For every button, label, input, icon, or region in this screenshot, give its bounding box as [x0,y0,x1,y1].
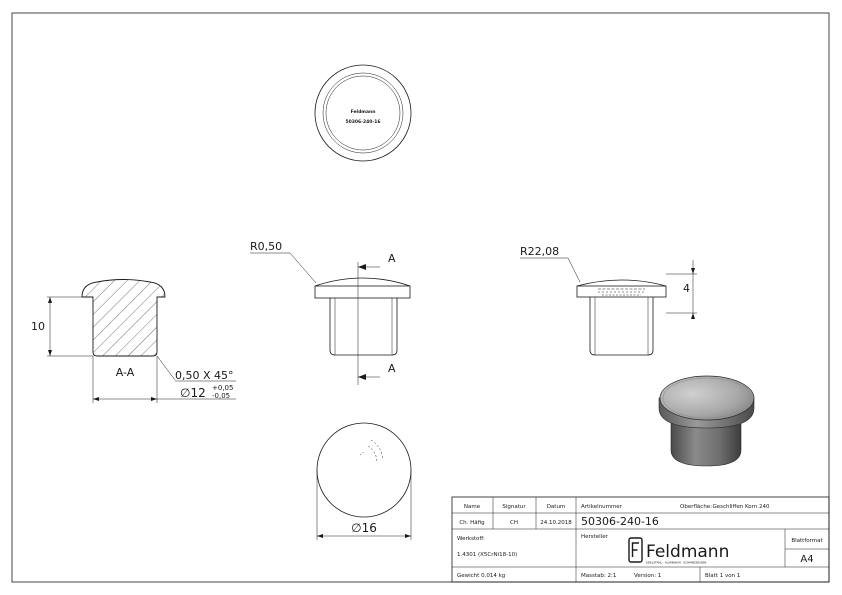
dim-head-height-text: 4 [683,282,690,295]
bottom-view: ∅16 [316,422,412,540]
isometric-render [658,375,755,467]
tb-version: Version: 1 [634,573,661,579]
dim-diameter-bottom-text: ∅16 [351,521,377,535]
tb-scale: Masstab: 2:1 [581,573,616,579]
tb-surface-value: Geschliffen Korn 240 [712,504,770,510]
logo-tagline-text: EDELSTAHL · ALUMINIUM · SCHMIEDEEISEN [646,561,706,565]
tb-manufacturer-label: Hersteller [581,534,609,540]
tb-material-label: Werkstoff: [457,536,485,542]
tb-date: 24.10.2018 [540,520,572,526]
front-view: A A R0,50 [250,240,411,385]
section-mark-top: A [388,252,396,265]
tb-surface-label: Oberfläche: [680,504,712,510]
tb-sheet: Blatt 1 von 1 [705,573,740,579]
marking-brand-text: Feldmann [351,109,376,115]
side-view: 4 R22,08 [520,245,697,356]
tb-author: Ch. Häfig [459,520,484,526]
dim-height-text: 10 [31,320,45,333]
tb-article-label: Artikelnummer [581,504,623,510]
marking-part-text: 50306-240-16 [345,119,380,125]
dim-radius-small-text: R0,50 [250,240,282,253]
section-mark-bottom: A [388,362,396,375]
tb-signature-label: Signatur [502,504,526,510]
tb-name-label: Name [464,504,481,510]
section-hatched-profile [81,279,166,357]
sheet-frame [11,12,830,583]
feldmann-logo-icon: Feldmann EDELSTAHL · ALUMINIUM · SCHMIED… [628,537,729,565]
section-view: 10 A-A 0,50 X 45° ∅12 +0,05 -0,05 [31,279,236,403]
tb-weight: Gewicht 0.014 kg [457,573,505,579]
tb-format-label: Blattformat [791,538,823,544]
dim-diameter-text: ∅12 [180,386,206,400]
tb-format-value: A4 [800,554,813,565]
tb-date-label: Datum [547,504,566,510]
tb-material-value: 1.4301 (X5CrNi18-10) [457,552,517,558]
tb-signature: CH [510,520,518,526]
title-block: Name Signatur Datum Artikelnummer Oberfl… [451,496,830,583]
dim-tol-plus-text: +0,05 [212,384,233,392]
logo-name-text: Feldmann [646,542,729,562]
dim-radius-large-text: R22,08 [520,245,559,258]
dim-chamfer-text: 0,50 X 45° [175,369,234,382]
section-label-text: A-A [116,366,135,379]
top-view: Feldmann 50306-240-16 [314,64,412,162]
engraving-marks [598,288,645,296]
tb-article-number: 50306-240-16 [581,515,659,528]
dim-tol-minus-text: -0,05 [212,392,230,400]
